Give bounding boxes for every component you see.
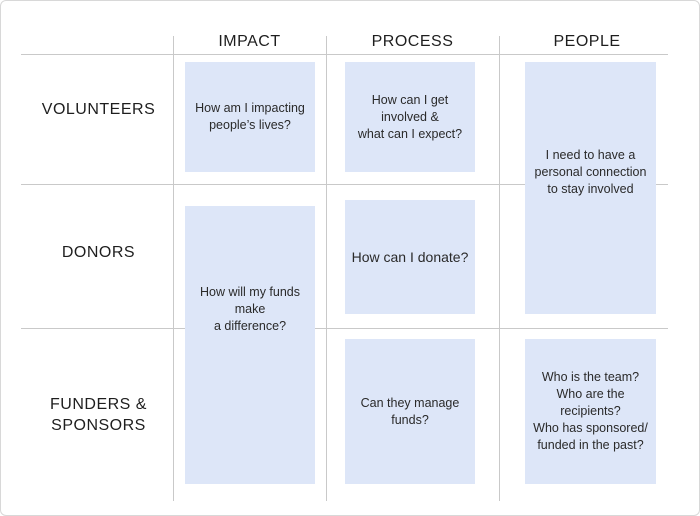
row-divider-line-1 (21, 184, 668, 185)
row-header-donors: DONORS (61, 244, 136, 261)
card-volunteers-impact: How am I impacting people’s lives? (185, 62, 315, 172)
card-funders-process-text: Can they manage funds? (360, 395, 460, 427)
card-impact-funds: How will my funds make a difference? (185, 206, 315, 484)
card-volunteers-impact-text: How am I impacting people’s lives? (195, 101, 305, 132)
row-header-volunteers: VOLUNTEERS (41, 101, 156, 118)
card-people-connection: I need to have a personal connection to … (525, 62, 656, 314)
row-divider-line-2 (21, 328, 668, 329)
column-header-impact: IMPACT (218, 33, 281, 50)
column-header-process: PROCESS (371, 33, 454, 50)
column-divider-line-3 (499, 36, 500, 501)
column-header-people: PEOPLE (553, 33, 621, 50)
column-divider-line-1 (173, 36, 174, 501)
card-volunteers-process: How can I get involved & what can I expe… (345, 62, 475, 172)
card-people-connection-text: I need to have a personal connection to … (534, 148, 647, 196)
card-funders-people: Who is the team? Who are the recipients?… (525, 339, 656, 484)
card-donors-process: How can I donate? (345, 200, 475, 314)
card-impact-funds-text: How will my funds make a difference? (199, 285, 301, 333)
card-volunteers-process-text: How can I get involved & what can I expe… (357, 92, 463, 141)
column-divider-line-2 (326, 36, 327, 501)
row-header-funders-sponsors: FUNDERS & SPONSORS (50, 396, 147, 434)
card-funders-process: Can they manage funds? (345, 339, 475, 484)
card-funders-people-text: Who is the team? Who are the recipients?… (533, 370, 648, 452)
header-divider-line (21, 54, 668, 55)
card-donors-process-text: How can I donate? (351, 248, 469, 265)
